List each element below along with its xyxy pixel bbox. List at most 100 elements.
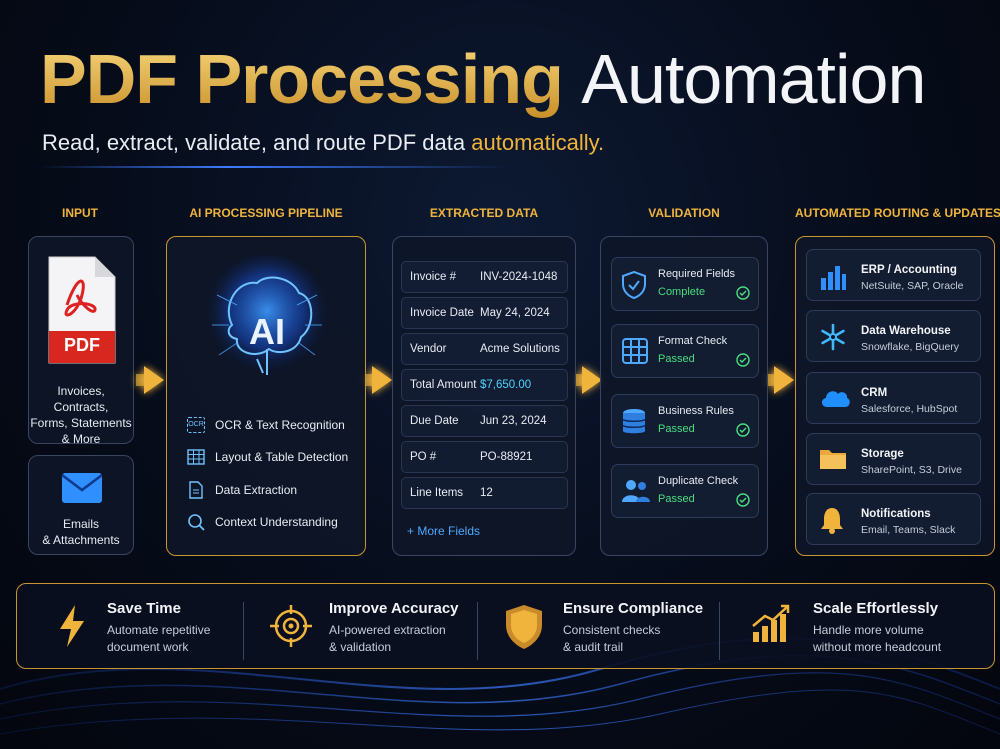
data-row: Invoice Date May 24, 2024 xyxy=(401,297,568,329)
pipeline-item: Context Understanding xyxy=(187,513,338,531)
users-icon xyxy=(622,480,650,502)
target-icon xyxy=(270,605,312,647)
data-key: Invoice # xyxy=(410,271,457,283)
pdf-caption-line: Forms, Statements xyxy=(30,416,132,430)
routing-label: Data Warehouse xyxy=(861,325,951,337)
routing-sub: Snowflake, BigQuery xyxy=(861,341,960,353)
data-value: $7,650.00 xyxy=(480,379,532,391)
routing-item: Storage SharePoint, S3, Drive xyxy=(806,433,981,485)
data-key: PO # xyxy=(410,451,437,463)
data-row: PO #PO-88921 xyxy=(401,441,568,473)
benefit-item: Save Time Automate repetitive document w… xyxy=(17,584,247,678)
title-highlight: PDF Processing xyxy=(40,40,564,118)
column-header-pipeline: AI PROCESSING PIPELINE xyxy=(189,206,343,220)
pdf-file-icon xyxy=(48,256,116,364)
column-header-routing: AUTOMATED ROUTING & UPDATES xyxy=(795,206,1000,220)
validation-status: Passed xyxy=(658,353,695,365)
data-row: Invoice # INV-2024-1048 xyxy=(401,261,568,293)
routing-sub: NetSuite, SAP, Oracle xyxy=(861,280,964,292)
benefit-desc: AI-powered extraction & validation xyxy=(329,622,446,656)
snowflake-icon xyxy=(821,323,845,351)
check-circle-icon xyxy=(736,353,750,367)
benefit-desc-line: Handle more volume xyxy=(813,623,924,637)
pipeline-item-label: OCR & Text Recognition xyxy=(215,418,345,432)
data-value: INV-2024-1048 xyxy=(480,271,558,283)
email-input-card: Emails & Attachments xyxy=(28,455,134,555)
flow-arrow-icon xyxy=(364,366,392,394)
database-icon xyxy=(622,409,646,434)
benefit-desc-line: document work xyxy=(107,640,189,654)
cloud-icon xyxy=(821,391,850,407)
routing-label: Notifications xyxy=(861,508,931,520)
pdf-caption-line: Invoices, Contracts, xyxy=(53,384,109,414)
benefit-item: Improve Accuracy AI-powered extraction &… xyxy=(253,584,483,678)
pipeline-item: Layout & Table Detection xyxy=(187,449,348,465)
page-subtitle: Read, extract, validate, and route PDF d… xyxy=(42,130,604,156)
validation-item: Format Check Passed xyxy=(611,324,759,378)
benefit-title: Improve Accuracy xyxy=(329,600,459,617)
subtitle-highlight: automatically. xyxy=(471,130,605,155)
validation-item: Duplicate Check Passed xyxy=(611,464,759,518)
email-caption-line: Emails xyxy=(62,517,99,531)
data-key: Total Amount xyxy=(410,379,477,391)
validation-status: Complete xyxy=(658,286,706,298)
more-fields-link[interactable]: + More Fields xyxy=(407,524,481,538)
lightning-icon xyxy=(60,605,84,647)
routing-label: Storage xyxy=(861,448,904,460)
ai-brain-icon xyxy=(205,255,329,379)
validation-label: Format Check xyxy=(658,335,728,347)
flow-arrow-icon xyxy=(136,366,164,394)
data-value: May 24, 2024 xyxy=(480,307,550,319)
validation-status: Passed xyxy=(658,493,695,505)
benefit-item: Ensure Compliance Consistent checks & au… xyxy=(487,584,717,678)
routing-item: CRM Salesforce, HubSpot xyxy=(806,372,981,424)
validation-label: Duplicate Check xyxy=(658,475,739,487)
benefit-title: Save Time xyxy=(107,600,181,617)
flow-arrow-icon xyxy=(766,366,794,394)
routing-item: Data Warehouse Snowflake, BigQuery xyxy=(806,310,981,362)
benefit-desc: Handle more volume without more headcoun… xyxy=(813,622,941,656)
data-key: Line Items xyxy=(410,487,464,499)
benefit-desc-line: & audit trail xyxy=(563,640,624,654)
pipeline-item-label: Context Understanding xyxy=(215,515,338,529)
data-key: Due Date xyxy=(410,415,459,427)
title-rest: Automation xyxy=(581,40,926,118)
benefit-desc-line: Automate repetitive xyxy=(107,623,211,637)
routing-item: ERP / Accounting NetSuite, SAP, Oracle xyxy=(806,249,981,301)
benefit-desc-line: & validation xyxy=(329,640,392,654)
check-circle-icon xyxy=(736,286,750,300)
subtitle-underline xyxy=(40,166,510,168)
data-row: Total Amount$7,650.00 xyxy=(401,369,568,401)
pdf-input-card: PDF Invoices, Contracts, Forms, Statemen… xyxy=(28,236,134,447)
routing-sub: Email, Teams, Slack xyxy=(861,524,956,536)
growth-chart-icon xyxy=(752,604,790,642)
benefit-title: Ensure Compliance xyxy=(563,600,704,617)
validation-item: Business Rules Passed xyxy=(611,394,759,448)
pdf-caption-line: & More xyxy=(61,432,101,446)
benefit-title: Scale Effortlessly xyxy=(813,600,939,617)
pdf-badge-label: PDF xyxy=(64,335,100,355)
magnifier-icon xyxy=(188,514,205,531)
data-key: Vendor xyxy=(410,343,447,355)
column-header-extracted: EXTRACTED DATA xyxy=(429,206,539,220)
check-circle-icon xyxy=(736,493,750,507)
validation-status: Passed xyxy=(658,423,695,435)
benefit-desc-line: Consistent checks xyxy=(563,623,661,637)
column-header-input: INPUT xyxy=(62,206,98,220)
flow-arrow-icon xyxy=(574,366,602,394)
folder-icon xyxy=(820,450,846,469)
data-key: Invoice Date xyxy=(410,307,474,319)
extracted-data-card: Invoice # INV-2024-1048 Invoice Date May 2… xyxy=(392,236,576,556)
divider xyxy=(477,602,478,660)
validation-label: Business Rules xyxy=(658,405,734,417)
routing-item: Notifications Email, Teams, Slack xyxy=(806,493,981,545)
email-icon xyxy=(61,473,103,503)
email-caption-line: & Attachments xyxy=(42,533,120,547)
shield-check-icon xyxy=(622,271,646,299)
pdf-caption: Invoices, Contracts, Forms, Statements &… xyxy=(29,383,133,447)
table-icon xyxy=(187,449,205,465)
pipeline-item-label: Data Extraction xyxy=(215,483,298,497)
